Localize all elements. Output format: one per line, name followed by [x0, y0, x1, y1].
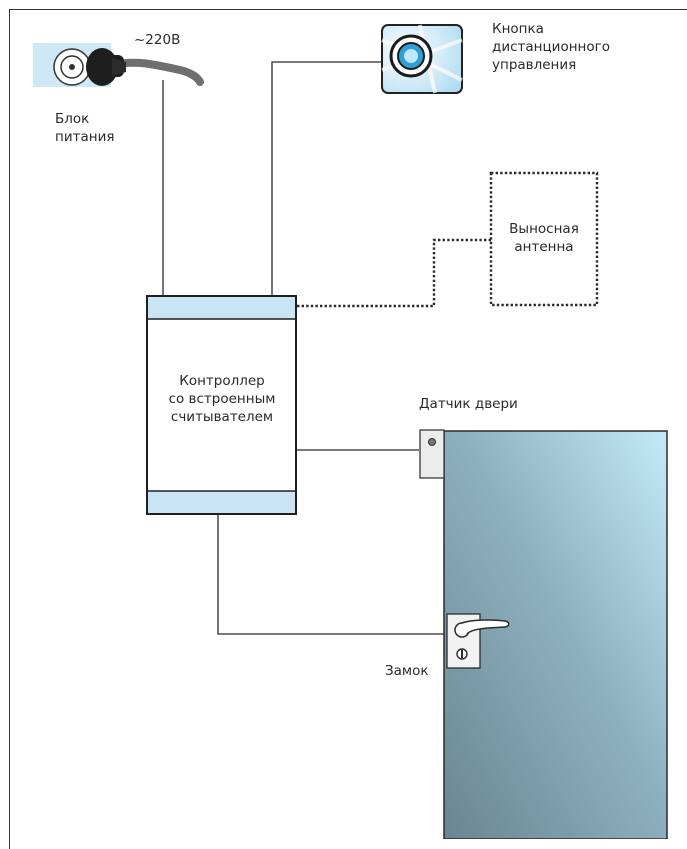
lock-label: Замок [385, 663, 429, 679]
power-outlet-plug-icon [33, 43, 204, 87]
wire-controller-to-lock [217, 515, 447, 635]
push-button-icon [381, 24, 463, 94]
remote-button-label: Кнопка дистанционного управления [492, 21, 610, 73]
door-sensor-label: Датчик двери [419, 396, 518, 412]
power-unit-label: Блок питания [55, 111, 115, 145]
wire-controller-to-antenna [297, 238, 491, 308]
controller-top-band [148, 297, 295, 319]
controller-box [146, 295, 297, 515]
door-sensor-icon [419, 429, 445, 479]
wire-button-to-controller [271, 61, 383, 296]
door-handle-lock-icon [446, 613, 510, 669]
antenna-box [489, 171, 599, 307]
antenna-label: Выносная антенна [509, 221, 579, 255]
voltage-label: ~220В [134, 32, 181, 48]
diagram-frame [9, 9, 687, 849]
controller-bottom-band [148, 491, 295, 513]
door [443, 430, 668, 839]
wires [162, 61, 447, 635]
controller-label: Контроллер со встроенным считывателем [168, 373, 276, 425]
